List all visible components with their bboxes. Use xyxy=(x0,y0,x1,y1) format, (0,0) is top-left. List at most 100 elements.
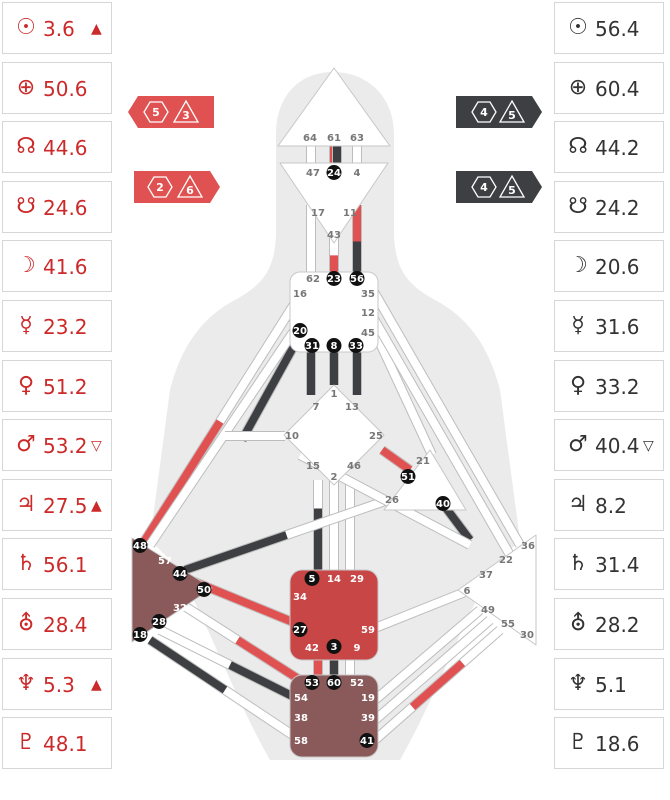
row-value: 44.2 xyxy=(595,136,640,161)
svg-text:51: 51 xyxy=(401,472,415,483)
gate-59: 59 xyxy=(361,625,375,636)
svg-text:39: 39 xyxy=(361,713,375,724)
design-arrow-bottom-tri: 6 xyxy=(186,184,194,197)
row-value: 23.2 xyxy=(43,315,88,339)
venus-icon: ♀ xyxy=(17,372,35,398)
moon-icon: ☽ xyxy=(16,253,36,279)
gate-41: 41 xyxy=(359,733,375,748)
jupiter-icon: ♃ xyxy=(568,491,588,517)
gate-1: 1 xyxy=(331,389,338,400)
gate-57: 57 xyxy=(158,556,172,567)
gate-6: 6 xyxy=(464,586,471,597)
svg-text:57: 57 xyxy=(158,556,172,567)
svg-text:13: 13 xyxy=(345,402,359,413)
svg-text:20: 20 xyxy=(293,326,307,337)
gate-23: 23 xyxy=(326,271,342,286)
svg-text:41: 41 xyxy=(360,736,374,747)
personality-row: ♄ 31.4 xyxy=(554,538,664,591)
design-row: ☉3.6▲ xyxy=(2,2,112,54)
channel-18-58 xyxy=(147,635,303,745)
gate-34: 34 xyxy=(293,592,307,603)
moon-icon: ☽ xyxy=(568,253,588,279)
design-arrow-bottom-hex: 2 xyxy=(156,181,164,194)
earth-icon: ⊕ xyxy=(16,74,36,100)
channel-55-39 xyxy=(371,616,494,724)
channel-25-51 xyxy=(379,445,413,475)
svg-text:11: 11 xyxy=(343,208,357,219)
sun-icon: ☉ xyxy=(16,15,36,40)
svg-text:28: 28 xyxy=(152,617,166,628)
personality-arrow-bottom: 4 5 xyxy=(456,171,542,203)
svg-text:30: 30 xyxy=(520,630,534,641)
row-value: 56.1 xyxy=(43,553,88,578)
personality-arrow-top-hex: 4 xyxy=(480,106,488,119)
personality-row: ♇ 18.6 xyxy=(554,717,664,770)
row-value: 60.4 xyxy=(595,76,640,101)
svg-text:4: 4 xyxy=(354,168,361,179)
channel-30-41 xyxy=(371,626,504,744)
gate-30: 30 xyxy=(520,630,534,641)
gate-26: 26 xyxy=(385,495,399,506)
row-value: 18.6 xyxy=(595,732,640,757)
row-value: 31.4 xyxy=(595,553,640,578)
gate-53: 53 xyxy=(304,675,320,690)
svg-text:21: 21 xyxy=(416,456,430,467)
svg-text:15: 15 xyxy=(306,461,320,472)
gate-49: 49 xyxy=(481,605,495,616)
design-row: ♇48.1 xyxy=(2,717,112,770)
svg-text:59: 59 xyxy=(361,625,375,636)
svg-text:25: 25 xyxy=(369,431,383,442)
svg-text:36: 36 xyxy=(521,541,535,552)
design-row: ⊕ 50.6 xyxy=(2,61,112,114)
gate-46: 46 xyxy=(347,461,361,472)
svg-text:24: 24 xyxy=(327,168,341,179)
row-value: 53.2 xyxy=(43,434,88,459)
gate-11: 11 xyxy=(343,208,357,219)
svg-text:50: 50 xyxy=(197,585,211,596)
row-value: 56.4 xyxy=(595,17,640,41)
gate-5: 5 xyxy=(304,571,320,586)
design-arrow-top-tri: 3 xyxy=(182,109,190,122)
gate-44: 44 xyxy=(172,566,188,581)
mercury-icon: ☿ xyxy=(19,313,33,338)
svg-text:9: 9 xyxy=(354,643,361,654)
gate-64: 64 xyxy=(303,133,317,144)
design-row: ☋ 24.6 xyxy=(2,180,112,233)
personality-arrow-top-tri: 5 xyxy=(508,109,516,122)
row-value: 24.2 xyxy=(595,195,640,220)
exalted-icon: ▲ xyxy=(91,497,102,514)
gate-16: 16 xyxy=(293,289,307,300)
design-row: ♃27.5▲ xyxy=(2,478,112,531)
svg-text:22: 22 xyxy=(499,555,513,566)
svg-text:31: 31 xyxy=(305,341,319,352)
row-value: 51.2 xyxy=(43,374,88,399)
gate-48: 48 xyxy=(132,538,148,553)
gate-21: 21 xyxy=(416,456,430,467)
row-value: 24.6 xyxy=(43,195,88,220)
svg-text:17: 17 xyxy=(311,208,325,219)
row-value: 50.6 xyxy=(43,76,88,101)
sacral-center xyxy=(289,569,379,661)
personality-row: ☉56.4 xyxy=(554,2,664,54)
gate-13: 13 xyxy=(345,402,359,413)
gate-22: 22 xyxy=(499,555,513,566)
personality-row: ☽20.6 xyxy=(554,240,664,293)
detriment-icon: ▽ xyxy=(643,438,654,455)
svg-text:34: 34 xyxy=(293,592,307,603)
south-node-icon: ☋ xyxy=(16,193,36,219)
channel-28-38 xyxy=(157,625,303,705)
svg-text:33: 33 xyxy=(349,341,363,352)
channel-12-22 xyxy=(365,309,515,558)
personality-arrow-bottom-tri: 5 xyxy=(508,184,516,197)
neptune-icon: ♆ xyxy=(16,670,36,696)
svg-text:62: 62 xyxy=(306,274,320,285)
design-arrow-top-hex: 5 xyxy=(152,106,160,119)
spleen-center xyxy=(131,537,213,643)
saturn-icon: ♄ xyxy=(568,551,588,577)
gate-37: 37 xyxy=(479,570,493,581)
gate-27: 27 xyxy=(292,622,308,637)
personality-row: ☊44.2 xyxy=(554,121,664,174)
svg-text:42: 42 xyxy=(305,643,319,654)
pluto-icon: ♇ xyxy=(568,730,588,756)
